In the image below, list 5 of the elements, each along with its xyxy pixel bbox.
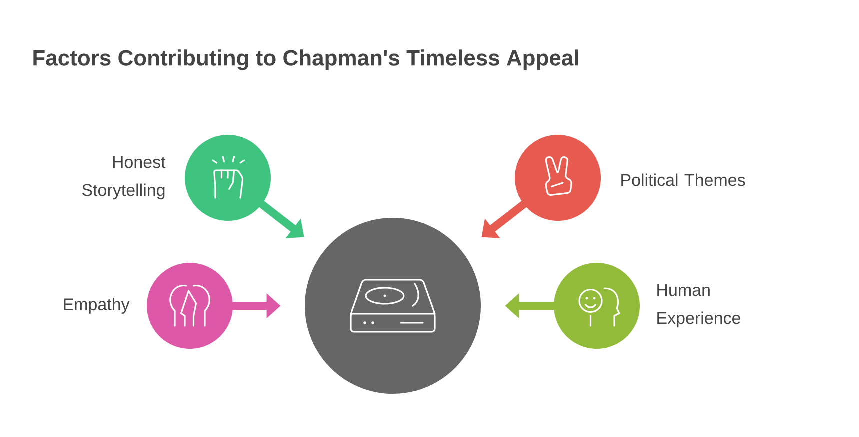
title: Factors Contributing to Chapman's Timeless Appeal bbox=[34, 50, 578, 70]
factor-label: Honest Storytelling bbox=[82, 156, 166, 200]
factor-label: Empathy bbox=[64, 298, 130, 314]
factor-label: Human Experience bbox=[658, 284, 740, 328]
factor-label: Political Themes bbox=[622, 174, 746, 186]
